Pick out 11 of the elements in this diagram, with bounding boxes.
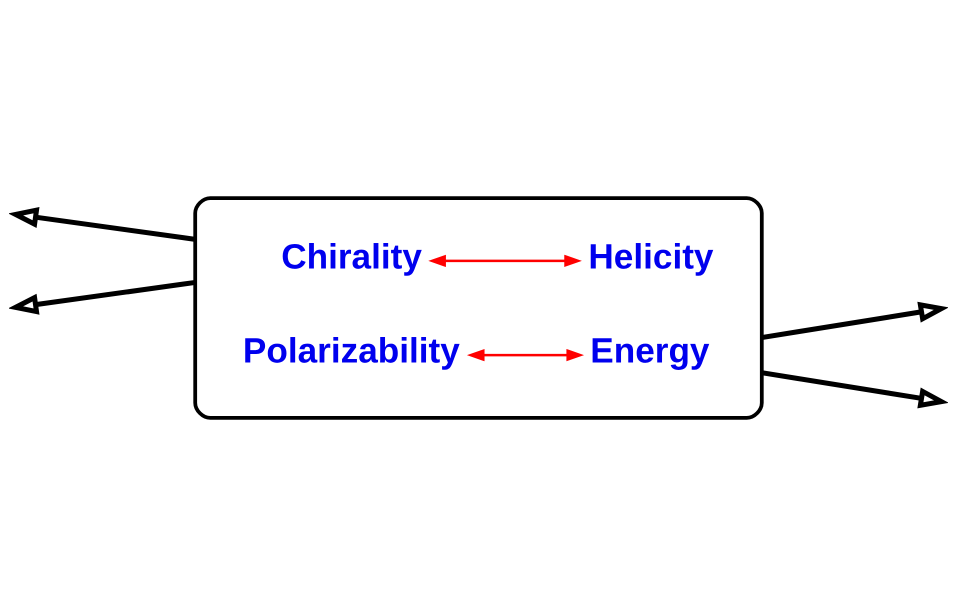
arrow xyxy=(466,348,584,362)
node-text: Helicity xyxy=(588,237,713,276)
node-text: Chirality xyxy=(280,237,422,276)
node-text: Polarizability xyxy=(242,332,460,371)
arrow xyxy=(8,207,196,242)
node-text: Energy xyxy=(590,332,709,371)
arrow xyxy=(760,302,948,340)
arrow xyxy=(428,254,582,268)
arrow xyxy=(8,280,196,315)
cluster xyxy=(192,196,764,420)
arrow xyxy=(760,370,948,408)
